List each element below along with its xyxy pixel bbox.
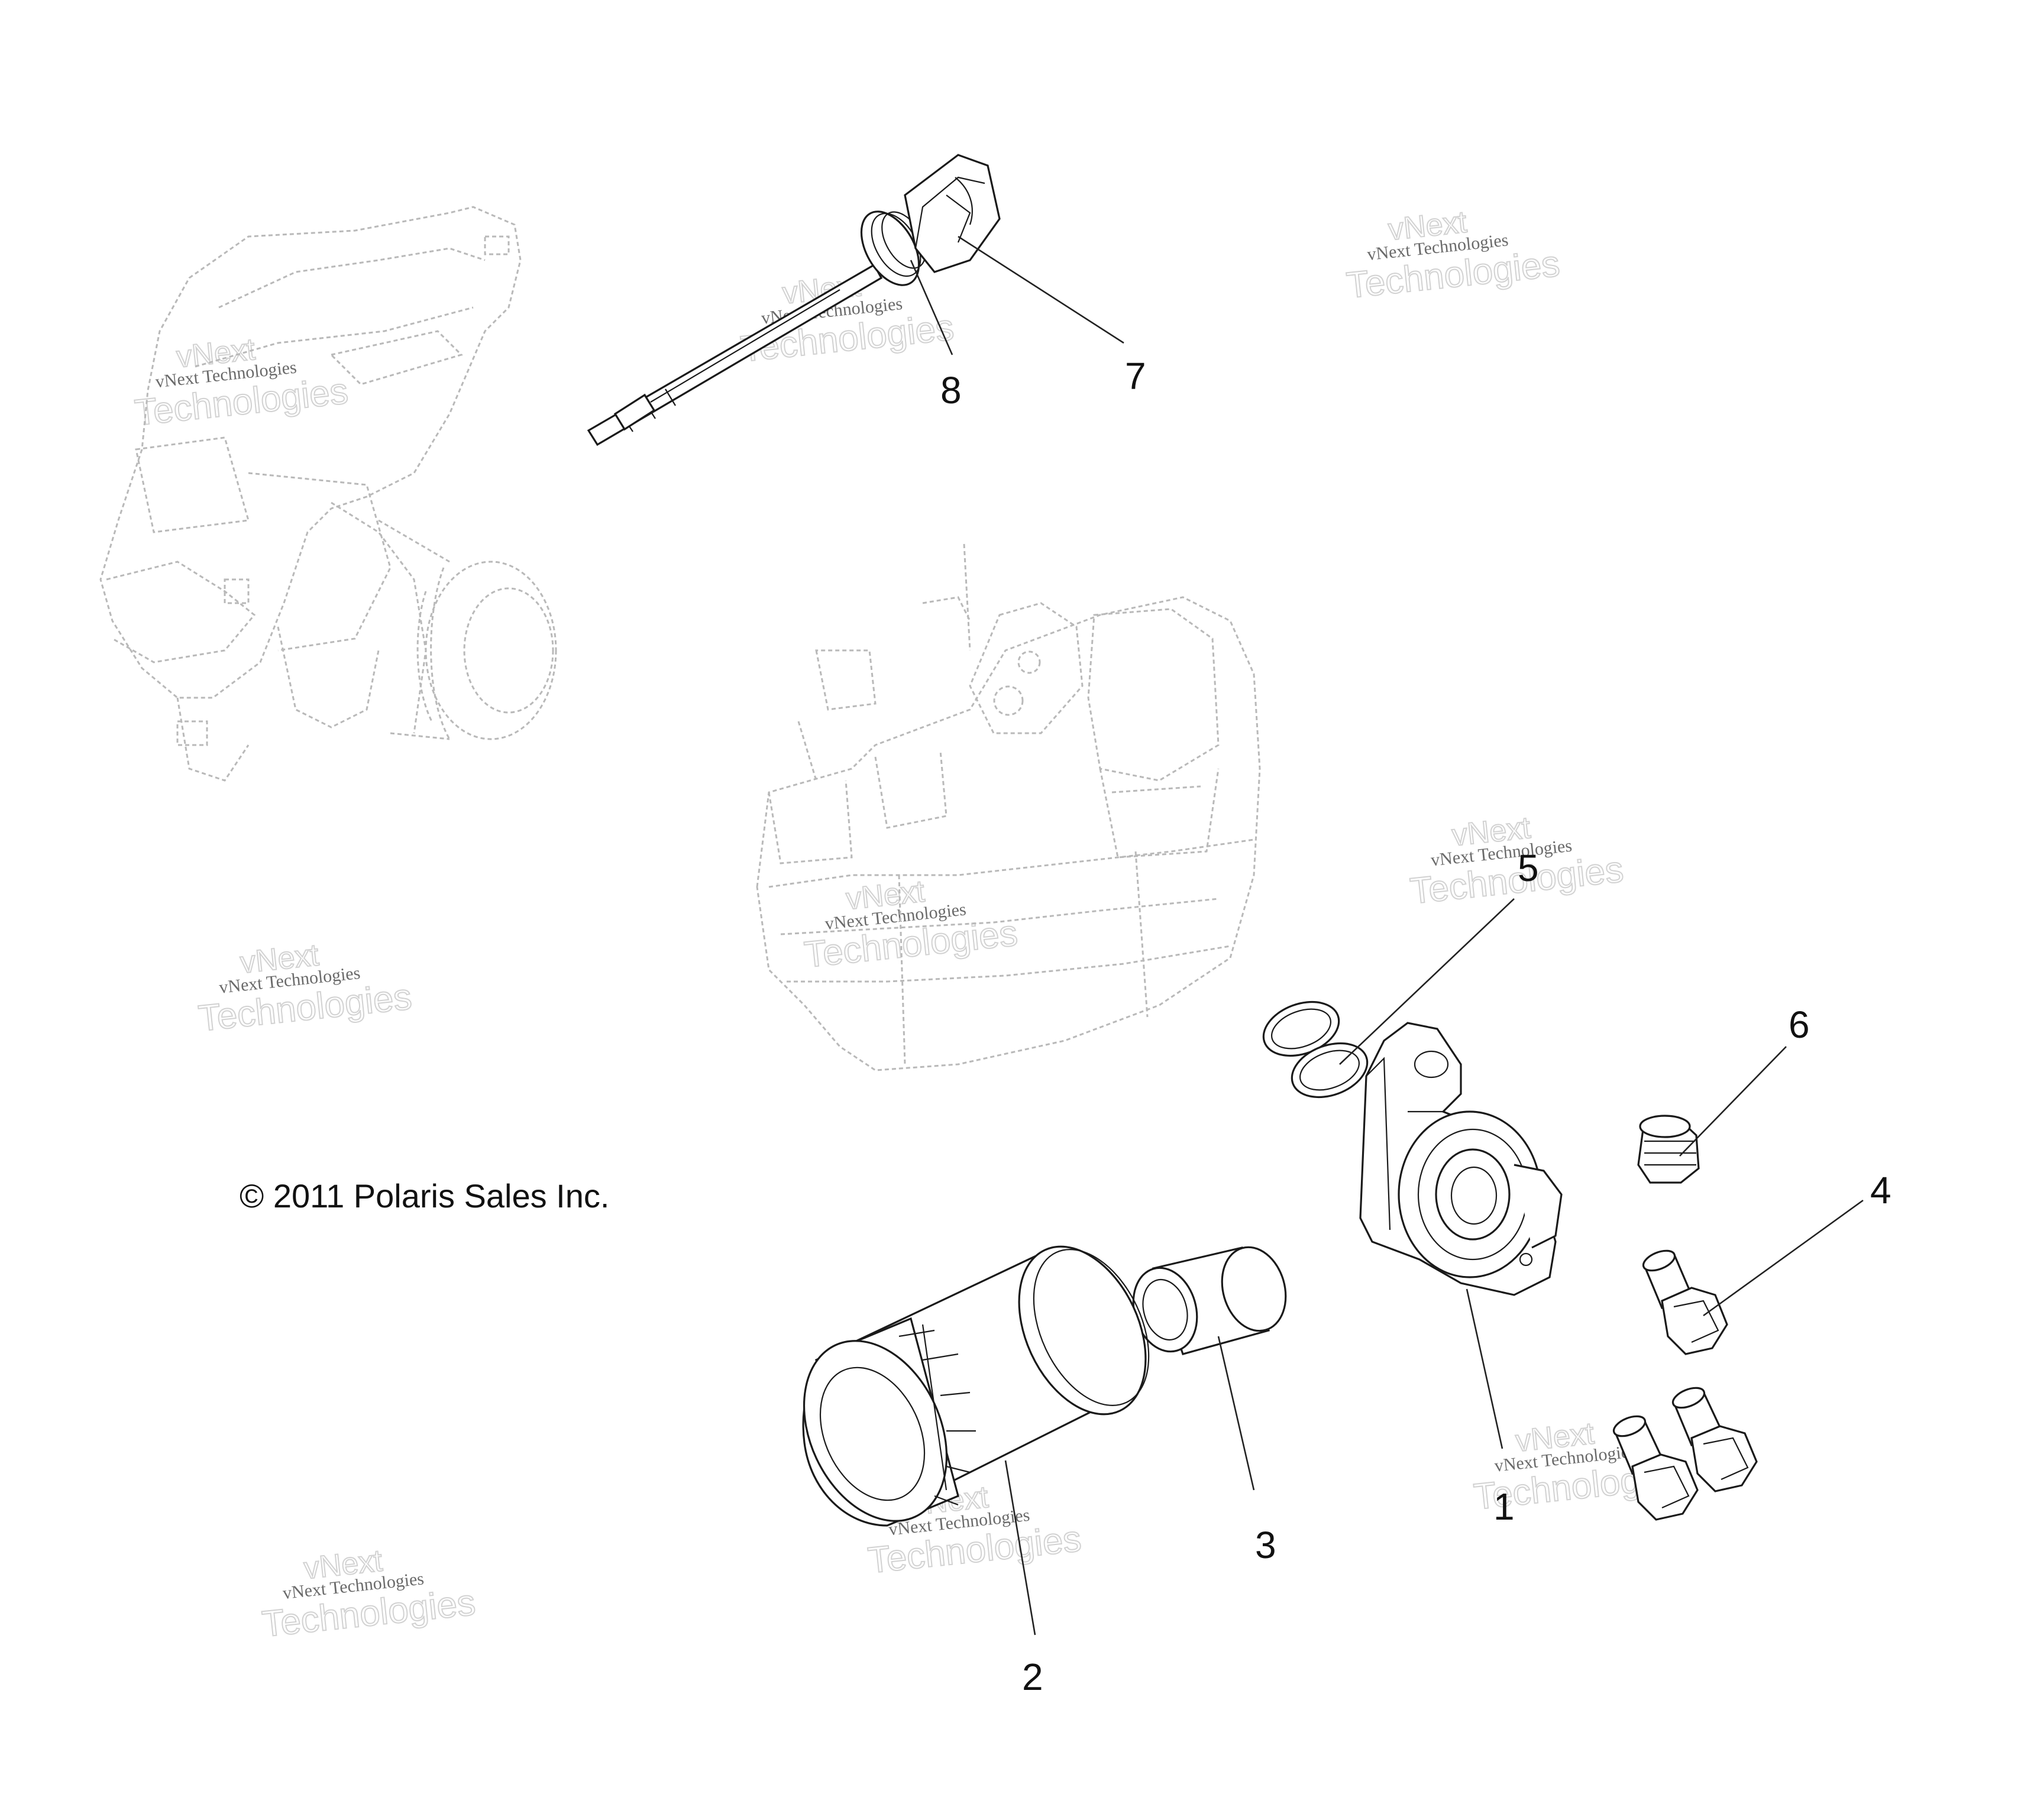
dipstick-cap [904,154,1001,273]
watermark: vNext vNext Technologies Technologies [260,1543,478,1645]
watermark: vNext vNext Technologies Technologies [802,873,1020,976]
ghost-engine-upper [99,206,557,782]
dipstick-grommet [860,211,926,286]
callout-7: 7 [1125,355,1146,397]
bolt [1612,1415,1699,1521]
callout-5: 5 [1518,847,1539,889]
copyright-notice: © 2011 Polaris Sales Inc. [240,1177,609,1215]
watermark: vNext vNext Technologies Technologies [738,268,956,370]
drain-plug [1637,1115,1700,1184]
dipstick-assembly [587,154,1001,446]
leader-7 [958,235,1124,344]
oil-filter [802,1245,1150,1527]
callout-labels: 1 2 3 4 5 6 7 8 [940,355,1891,1698]
callout-1: 1 [1493,1485,1515,1528]
callout-4: 4 [1870,1169,1891,1212]
o-rings [1262,1000,1369,1099]
callout-8: 8 [940,369,962,412]
bolt [1642,1249,1728,1355]
ghost-engine-center [756,543,1261,1071]
leader-6 [1679,1046,1787,1157]
watermark: vNext vNext Technologies Technologies [132,332,351,434]
watermark: vNext vNext Technologies Technologies [1408,810,1626,912]
leader-3 [1217,1336,1255,1491]
watermark: vNext vNext Technologies Technologies [196,937,414,1039]
leader-4 [1703,1199,1864,1317]
bolts [1612,1249,1758,1521]
leader-5 [1339,898,1515,1065]
adapter-sleeve [1132,1246,1287,1355]
filter-adapter [1359,1022,1563,1296]
callout-2: 2 [1022,1656,1043,1698]
callout-6: 6 [1789,1003,1810,1046]
watermark: vNext vNext Technologies Technologies [1344,204,1562,306]
leader-1 [1466,1288,1503,1449]
leader-lines [910,235,1864,1636]
bolt [1671,1387,1758,1492]
leader-2 [1004,1460,1036,1636]
leader-8 [910,260,953,355]
callout-3: 3 [1255,1524,1276,1566]
